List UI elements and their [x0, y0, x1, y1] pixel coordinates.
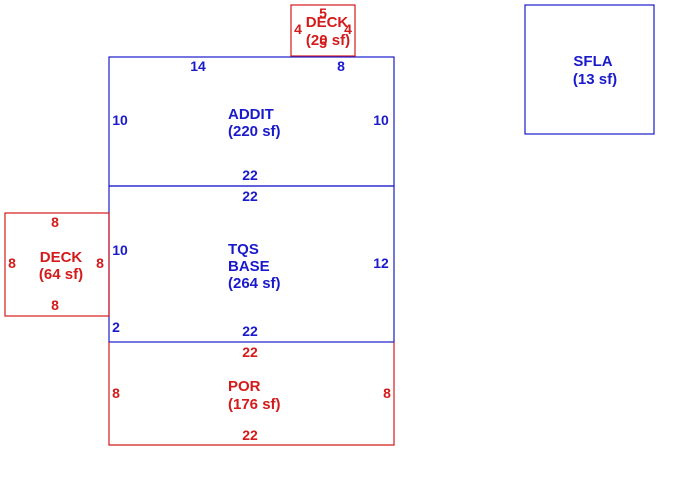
tqs-base-dim-left-lower: 2	[112, 319, 120, 335]
deck-top-dim-right: 4	[344, 21, 352, 37]
tqs-base-name-line1: TQS	[228, 241, 259, 258]
por-area: (176 sf)	[228, 396, 281, 413]
por-name: POR	[228, 378, 261, 395]
addit-dim-top-left: 14	[190, 58, 206, 74]
sfla-outline	[524, 4, 655, 135]
area-tqs-base[interactable]: 22 10 12 2 22 TQS BASE (264 sf)	[108, 185, 395, 343]
addit-dim-bottom: 22	[242, 167, 258, 183]
deck-left-dim-top: 8	[51, 214, 59, 230]
addit-dim-top-right: 8	[337, 58, 345, 74]
deck-top-outline	[290, 4, 356, 57]
tqs-base-dim-bottom: 22	[242, 323, 258, 339]
deck-top-dim-left: 4	[294, 21, 302, 37]
area-addit[interactable]: 14 8 10 10 22 ADDIT (220 sf)	[108, 56, 395, 187]
sfla-area: (13 sf)	[573, 71, 617, 88]
deck-top-dim-top: 5	[319, 5, 327, 21]
addit-area: (220 sf)	[228, 123, 281, 140]
addit-name: ADDIT	[228, 106, 274, 123]
deck-left-dim-bottom: 8	[51, 297, 59, 313]
tqs-base-name-line2: BASE	[228, 258, 270, 275]
tqs-base-dim-right: 12	[373, 255, 389, 271]
area-deck-left[interactable]: 8 8 8 8 DECK (64 sf)	[4, 212, 110, 317]
tqs-base-dim-top: 22	[242, 188, 258, 204]
addit-dim-right: 10	[373, 112, 389, 128]
area-sfla[interactable]: SFLA (13 sf)	[524, 4, 655, 135]
deck-top-area: (20 sf)	[306, 32, 350, 49]
por-dim-left: 8	[112, 385, 120, 401]
deck-left-outline	[4, 212, 110, 317]
por-dim-bottom: 22	[242, 427, 258, 443]
tqs-base-area: (264 sf)	[228, 275, 281, 292]
deck-left-area: (64 sf)	[39, 266, 83, 283]
deck-top-dim-bottom: 5	[319, 35, 327, 51]
deck-left-name: DECK	[40, 249, 83, 266]
area-por[interactable]: 22 8 8 22 POR (176 sf)	[108, 342, 395, 446]
sfla-name: SFLA	[573, 53, 612, 70]
deck-top-name: DECK	[306, 14, 349, 31]
por-dim-right: 8	[383, 385, 391, 401]
tqs-base-dim-left: 10	[112, 242, 128, 258]
area-deck-top[interactable]: 5 4 4 5 DECK (20 sf)	[290, 4, 356, 57]
deck-left-dim-right: 8	[96, 255, 104, 271]
deck-left-dim-left: 8	[8, 255, 16, 271]
por-outline	[108, 342, 395, 446]
addit-dim-left: 10	[112, 112, 128, 128]
por-dim-top: 22	[242, 344, 258, 360]
